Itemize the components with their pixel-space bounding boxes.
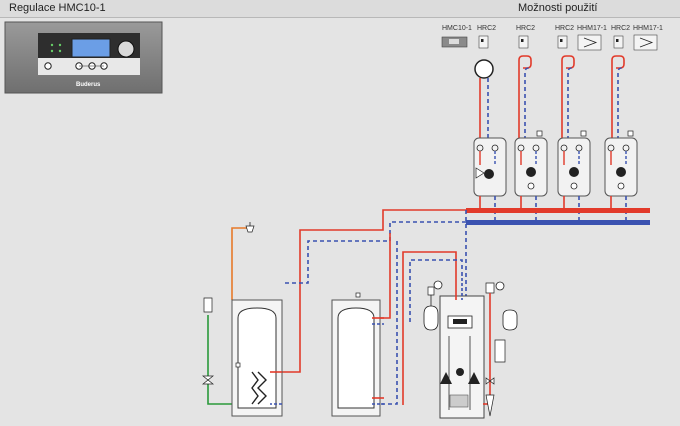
valve-icon [485,377,495,385]
module-label: HMC10-1 [442,25,472,32]
options-title: Možnosti použití [518,2,598,14]
pump-group-2 [514,130,548,197]
distribution-header [466,208,650,225]
dhw-line [231,222,255,300]
tap-icon [245,225,255,233]
room-unit-icon [557,35,568,49]
module-label: HRC2 [555,25,574,32]
hmc10-panel-icon [441,36,468,48]
module-label: HRC2 [477,25,496,32]
mixer-module-icon [633,34,658,51]
controller-image: Buderus [4,21,163,94]
expansion-vessel-icon [502,309,518,331]
mixer-valve-icon [570,182,578,190]
pump-icon [456,368,464,376]
module-label: HHM17-1 [577,25,607,32]
drain-icon [485,394,495,417]
boiler-accessories [423,280,518,417]
module-label: HHM17-1 [633,25,663,32]
supply-header [466,208,650,213]
pressure-gauge-icon [433,280,443,290]
controller-knob [117,40,135,58]
pump-group-3 [557,130,591,197]
pump-icon [484,169,494,179]
filter-icon [494,339,506,363]
module-legend: HMC10-1 HRC2 HRC2 HRC2 HHM17-1 HRC2 HHM1… [441,25,663,51]
safety-valve-icon [203,297,213,313]
floor-heating-circuit-2 [561,55,575,140]
module-label: HRC2 [611,25,630,32]
distribution-drops [479,196,627,222]
radiator-icon [474,59,494,79]
floor-heating-circuit-1 [518,55,532,140]
mixer-valve-icon [617,182,625,190]
cold-water-line [202,297,232,405]
radiator-circuit [474,59,494,140]
pump-icon [616,167,626,177]
dhw-cylinder [231,299,283,417]
pressure-gauge-icon [495,281,505,291]
buffer-tank [331,292,384,417]
mixer-module-icon [577,34,602,51]
controller-display [71,38,111,58]
module-label: HRC2 [516,25,535,32]
pump-group-4 [604,130,638,197]
pump-group-1 [473,137,507,197]
header-bar: Regulace HMC10-1 Možnosti použití [0,0,680,18]
room-unit-icon [613,35,624,49]
sensor-icon [355,292,361,298]
return-header [466,220,650,225]
pump-icon [569,167,579,177]
floor-heating-circuit-3 [611,55,625,140]
boiler [439,278,485,419]
brand-logo: Buderus [76,82,101,88]
pump-icon [526,167,536,177]
expansion-vessel-icon [423,305,439,331]
page-title: Regulace HMC10-1 [9,2,106,14]
sensor-icon [235,362,241,368]
room-unit-icon [518,35,529,49]
mixer-valve-icon [527,182,535,190]
room-unit-icon [478,35,489,49]
valve-icon [202,375,214,385]
